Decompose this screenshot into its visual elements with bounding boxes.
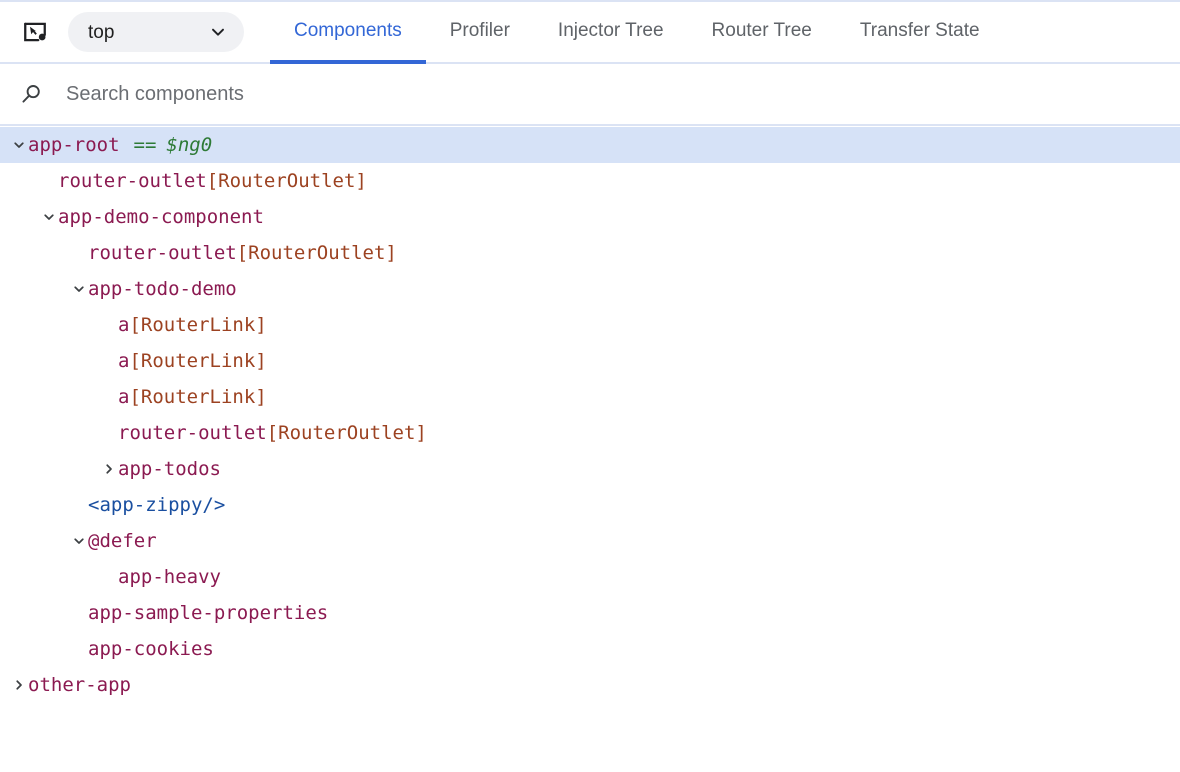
inspect-element-glyph [24, 22, 46, 42]
tree-row[interactable]: app-root == $ng0 [0, 127, 1180, 163]
tree-row[interactable]: app-todos [0, 451, 1180, 487]
tree-row[interactable]: <app-zippy/> [0, 487, 1180, 523]
tree-row[interactable]: router-outlet[RouterOutlet] [0, 235, 1180, 271]
frame-select-value: top [88, 21, 115, 43]
tab-label: Components [294, 20, 402, 41]
tree-node-label: a[RouterLink] [118, 314, 267, 336]
tree-node-name: app-sample-properties [88, 602, 329, 624]
chevron-down-icon[interactable] [70, 523, 88, 559]
chevron-right-icon[interactable] [10, 667, 28, 703]
tree-node-label: router-outlet[RouterOutlet] [88, 242, 397, 264]
tree-node-label: <app-zippy/> [88, 494, 225, 516]
tree-row[interactable]: @defer [0, 523, 1180, 559]
tree-node-label: @defer [88, 530, 157, 552]
tree-row[interactable]: app-sample-properties [0, 595, 1180, 631]
tree-node-label: app-cookies [88, 638, 214, 660]
tree-node-label: a[RouterLink] [118, 350, 267, 372]
tree-node-label: app-demo-component [58, 206, 264, 228]
tree-row[interactable]: router-outlet[RouterOutlet] [0, 415, 1180, 451]
tree-row[interactable]: app-demo-component [0, 199, 1180, 235]
tab-label: Profiler [449, 20, 510, 41]
toolbar: top Components Profiler Injector Tree Route… [0, 2, 1180, 64]
tree-node-name: app-todo-demo [88, 278, 237, 300]
tree-node-label: a[RouterLink] [118, 386, 267, 408]
tab-label: Transfer State [859, 20, 980, 41]
tree-node-directive: [RouterOutlet] [266, 422, 427, 444]
tab-label: Router Tree [711, 20, 812, 41]
tree-node-equals: == [133, 134, 157, 156]
tree-node-name: app-cookies [88, 638, 214, 660]
tree-node-directive: [RouterLink] [129, 350, 267, 372]
chevron-down-icon[interactable] [70, 271, 88, 307]
tree-row[interactable]: a[RouterLink] [0, 343, 1180, 379]
chevron-right-icon[interactable] [100, 451, 118, 487]
tree-row[interactable]: a[RouterLink] [0, 307, 1180, 343]
chevron-down-icon[interactable] [40, 199, 58, 235]
tree-node-name: @defer [88, 530, 157, 552]
tree-node-name: app-root [28, 134, 120, 156]
frame-select[interactable]: top [68, 12, 244, 52]
tab-profiler[interactable]: Profiler [426, 2, 534, 64]
tree-node-directive: [RouterLink] [129, 314, 267, 336]
tree-node-name: router-outlet [58, 170, 207, 192]
search-input[interactable] [66, 79, 1180, 109]
tree-row[interactable]: other-app [0, 667, 1180, 703]
tree-node-name: a [118, 314, 130, 336]
tree-node-label: other-app [28, 674, 131, 696]
tree-node-label: app-heavy [118, 566, 221, 588]
chevron-down-icon[interactable] [10, 127, 28, 163]
tree-node-ng-ref: $ng0 [166, 134, 213, 156]
search-glyph [22, 85, 40, 103]
tab-label: Injector Tree [557, 20, 664, 41]
chevron-down-icon [212, 28, 224, 36]
tree-node-name: app-todos [118, 458, 221, 480]
tree-row[interactable]: router-outlet[RouterOutlet] [0, 163, 1180, 199]
tree-node-label: app-todo-demo [88, 278, 237, 300]
tab-components[interactable]: Components [270, 2, 426, 64]
tree-node-label: app-sample-properties [88, 602, 328, 624]
tab-transfer-state[interactable]: Transfer State [836, 2, 1004, 64]
tree-node-name: app-heavy [118, 566, 221, 588]
tree-node-name: a [118, 350, 130, 372]
tree-node-directive: [RouterOutlet] [206, 170, 367, 192]
tree-node-directive: [RouterLink] [129, 386, 267, 408]
tree-node-name: app-demo-component [58, 206, 264, 228]
tree-node-directive: [RouterOutlet] [236, 242, 397, 264]
tree-node-label: router-outlet[RouterOutlet] [58, 170, 367, 192]
tab-bar: Components Profiler Injector Tree Router Tr… [270, 2, 1180, 64]
tree-node-name: router-outlet [118, 422, 267, 444]
inspect-element-icon[interactable] [16, 13, 54, 51]
tree-row[interactable]: a[RouterLink] [0, 379, 1180, 415]
tree-node-name: a [118, 386, 130, 408]
search-bar [0, 64, 1180, 126]
tab-router-tree[interactable]: Router Tree [688, 2, 836, 64]
tree-node-name: router-outlet [88, 242, 237, 264]
tree-row[interactable]: app-heavy [0, 559, 1180, 595]
search-icon [18, 81, 44, 107]
tree-node-name: <app-zippy/> [88, 494, 226, 516]
tree-row[interactable]: app-todo-demo [0, 271, 1180, 307]
tree-row[interactable]: app-cookies [0, 631, 1180, 667]
tree-node-label: app-root == $ng0 [28, 134, 212, 156]
tree-node-name: other-app [28, 674, 131, 696]
tree-node-label: router-outlet[RouterOutlet] [118, 422, 427, 444]
tree-node-label: app-todos [118, 458, 221, 480]
tab-injector-tree[interactable]: Injector Tree [534, 2, 688, 64]
